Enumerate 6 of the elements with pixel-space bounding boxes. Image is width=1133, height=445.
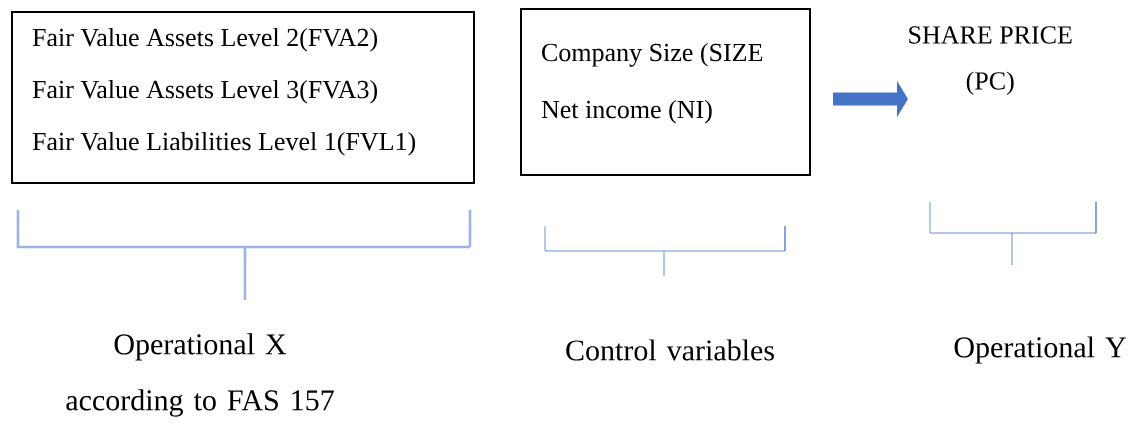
text-box: Fair Value Assets Level 2(FVA2) Fair Value Assets Level 3(FVA3) Fair Value Liabilities Level 1(FVL1): [11, 11, 475, 184]
category-label: Control variables: [566, 339, 774, 361]
text-box: Company Size (SIZE Net income (NI): [520, 8, 811, 176]
variable-label: SHARE PRICE (PC): [909, 26, 1072, 95]
category-label: Operational X according to FAS 157: [66, 333, 334, 417]
category-label: Operational Y: [954, 336, 1126, 364]
